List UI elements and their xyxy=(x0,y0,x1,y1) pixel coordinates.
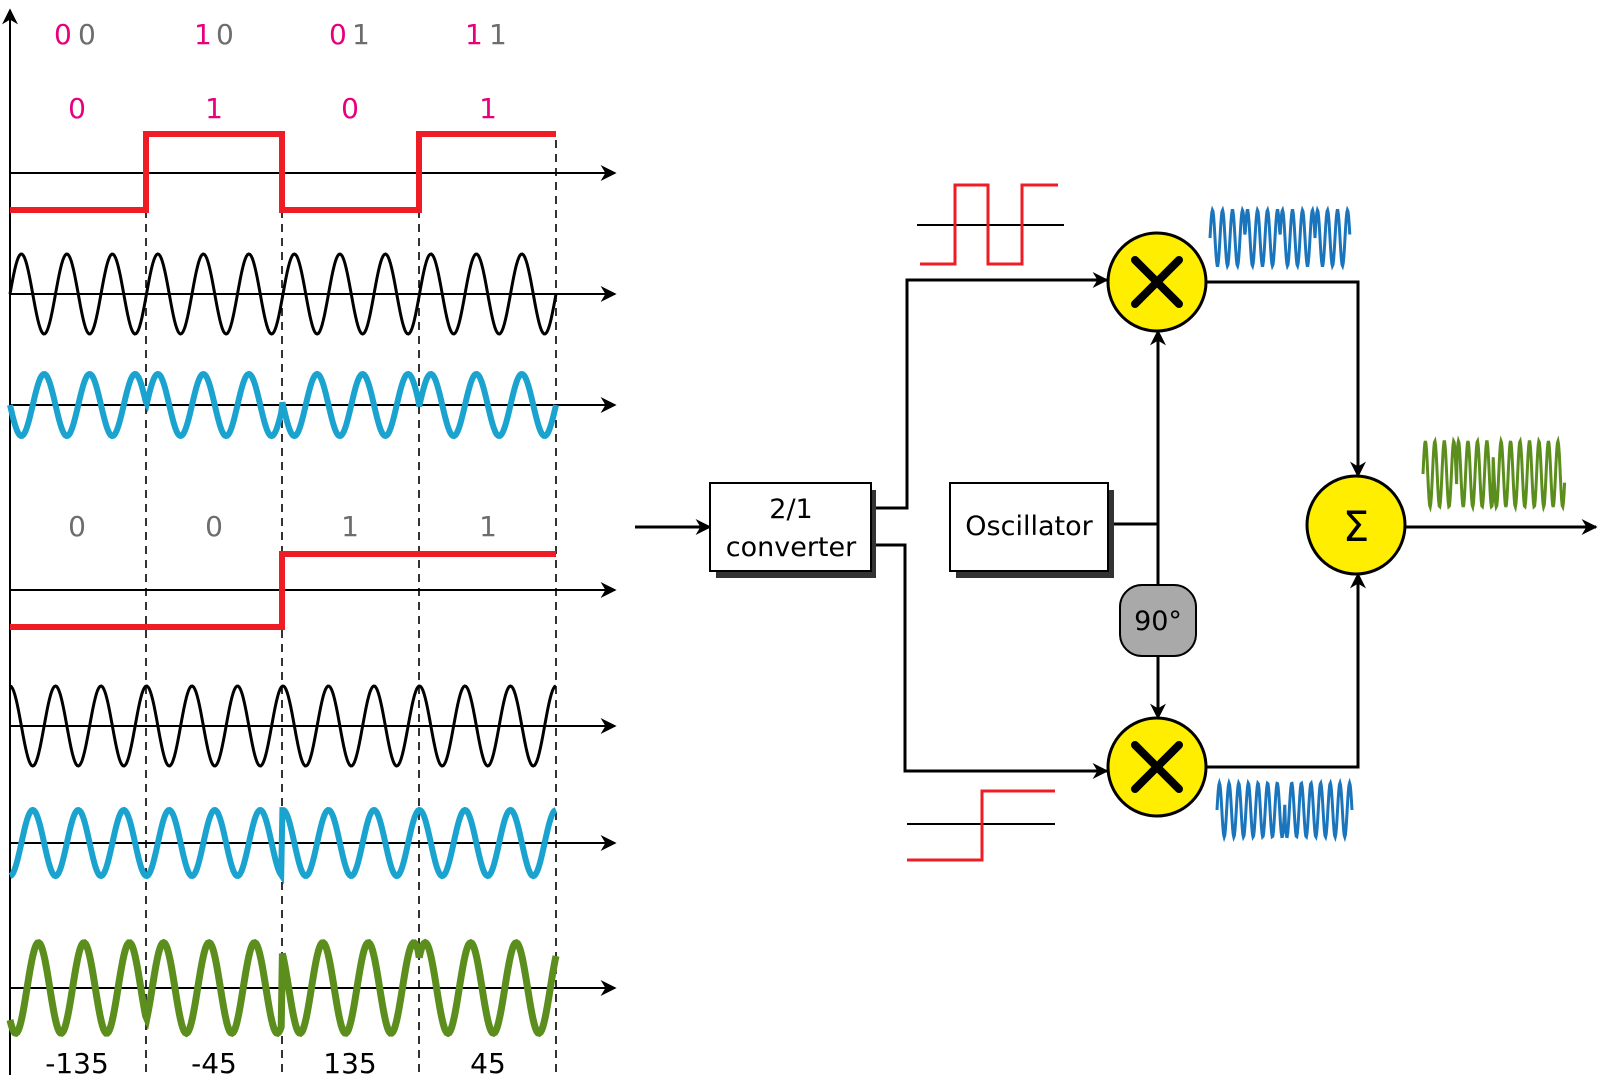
modulator-block-diagram: 2/1 converter Oscillator 90° Σ xyxy=(635,183,1598,862)
mini-upper-modulated xyxy=(1208,205,1352,271)
converter-box xyxy=(709,482,872,572)
dibit-3-first: 0 xyxy=(329,18,347,51)
i-bit-label: 0 xyxy=(68,92,86,125)
phase-label: -135 xyxy=(45,1047,109,1080)
q-bit-label: 1 xyxy=(479,510,497,543)
phase-shifter: 90° xyxy=(1119,584,1197,657)
lower-to-sum xyxy=(1207,572,1366,769)
q-carrier-wave xyxy=(9,684,557,768)
upper-to-sum xyxy=(1207,280,1366,478)
i-bit-label: 1 xyxy=(205,92,223,125)
signal-paths xyxy=(635,272,1598,779)
converter-block: 2/1 converter xyxy=(709,482,876,578)
summation-node: Σ xyxy=(1305,474,1407,576)
converter-label-line2: converter xyxy=(726,532,857,563)
i-bit-labels: 0 1 0 1 xyxy=(68,92,497,125)
dibit-2-first: 1 xyxy=(194,18,212,51)
dibit-4-second: 1 xyxy=(489,18,507,51)
upper-multiplier xyxy=(1106,231,1208,333)
mini-q-bits xyxy=(907,789,1055,862)
phase-labels: -135 -45 135 45 xyxy=(45,1047,506,1080)
dibit-4-first: 1 xyxy=(465,18,483,51)
upper-branch-path xyxy=(874,272,1109,510)
oscillator-label: Oscillator xyxy=(965,511,1093,542)
q-bit-label: 0 xyxy=(68,510,86,543)
q-modulated-wave xyxy=(8,806,558,885)
phase-label: -45 xyxy=(191,1047,237,1080)
phase-shifter-label: 90° xyxy=(1134,606,1182,637)
mini-lower-modulated xyxy=(1215,777,1354,843)
dibit-1-second: 0 xyxy=(78,18,96,51)
i-digital-signal xyxy=(10,131,556,213)
i-carrier-wave xyxy=(8,252,558,336)
i-bit-label: 1 xyxy=(479,92,497,125)
dibit-3-second: 1 xyxy=(352,18,370,51)
lower-digital-mini xyxy=(907,789,1055,862)
i-bit-label: 0 xyxy=(341,92,359,125)
qpsk-output-wave xyxy=(6,938,560,1038)
lower-branch-path xyxy=(874,543,1109,779)
q-digital-signal xyxy=(10,551,556,630)
mini-output-modulated xyxy=(1421,435,1567,513)
converter-label-line1: 2/1 xyxy=(769,494,812,525)
i-modulated-wave xyxy=(7,370,559,440)
q-bit-label: 1 xyxy=(341,510,359,543)
multiply-icon xyxy=(1131,741,1183,793)
oscillator-box xyxy=(949,482,1109,572)
waveform-panel: 0 0 1 0 0 1 1 1 0 1 0 1 0 0 1 1 -135 -45… xyxy=(1,8,617,1080)
mini-i-bits xyxy=(920,183,1058,266)
dibit-labels: 0 0 1 0 0 1 1 1 xyxy=(54,18,507,51)
q-bit-labels: 0 0 1 1 xyxy=(68,510,497,543)
dibit-1-first: 0 xyxy=(54,18,72,51)
symbol-boundaries xyxy=(145,140,557,1075)
q-bit-label: 0 xyxy=(205,510,223,543)
phase-shifter-box xyxy=(1119,584,1197,657)
phase-label: 135 xyxy=(323,1047,376,1080)
upper-digital-mini xyxy=(917,183,1064,266)
summation-circle xyxy=(1305,474,1407,576)
oscillator-block: Oscillator xyxy=(949,482,1114,578)
sum-symbol: Σ xyxy=(1343,502,1370,551)
lower-multiplier xyxy=(1106,716,1208,818)
dibit-2-second: 0 xyxy=(216,18,234,51)
multiply-icon xyxy=(1131,256,1183,308)
phase-label: 45 xyxy=(470,1047,506,1080)
